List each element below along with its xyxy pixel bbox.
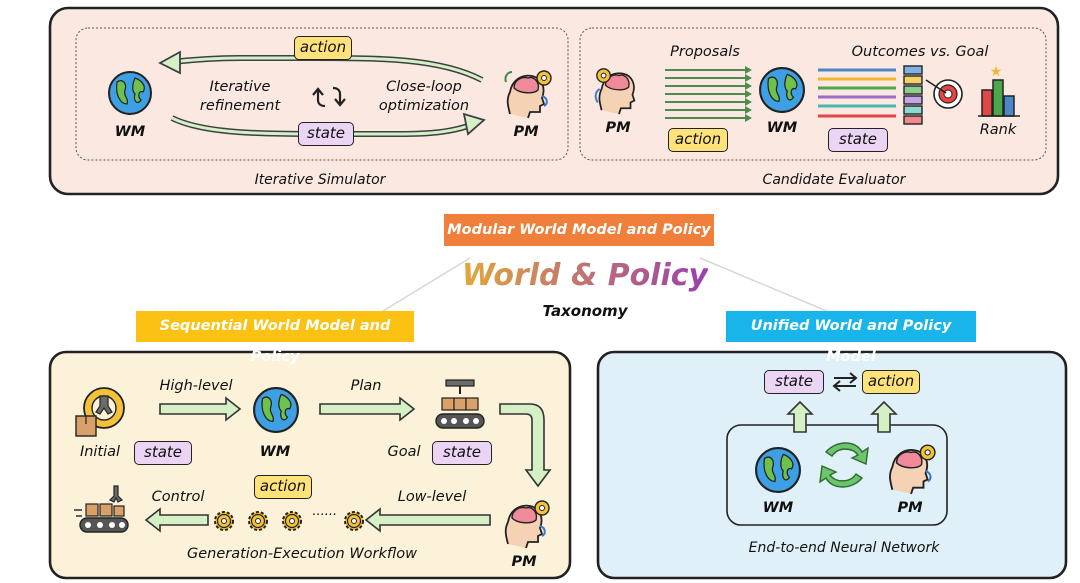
conveyor-belt-icon bbox=[432, 378, 488, 436]
initial-label: Initial bbox=[79, 444, 121, 460]
seq-pm-label: PM bbox=[511, 554, 537, 570]
gear-dots: ······ bbox=[311, 508, 337, 523]
swap-arrows-icon bbox=[832, 372, 858, 392]
high-level-label: High-level bbox=[159, 378, 233, 394]
seq-action-chip: action bbox=[254, 475, 312, 499]
cand-action-chip: action bbox=[668, 128, 728, 152]
brain-head-icon bbox=[500, 66, 554, 120]
iterative-simulator-caption: Iterative Simulator bbox=[254, 172, 386, 188]
globe-icon bbox=[758, 66, 806, 114]
plan-label: Plan bbox=[350, 378, 382, 394]
rank-label: Rank bbox=[979, 122, 1017, 138]
globe-icon bbox=[754, 446, 802, 494]
gear-icon bbox=[342, 509, 366, 533]
seq-initial-state-chip: state bbox=[134, 441, 192, 465]
low-level-arrow bbox=[364, 507, 491, 533]
globe-icon bbox=[252, 386, 300, 434]
close-loop-label: Close-loop optimization bbox=[378, 79, 470, 114]
iter-action-chip: action bbox=[294, 36, 352, 60]
unified-category-banner: Unified World and Policy Model bbox=[726, 311, 976, 365]
gear-icon bbox=[280, 509, 304, 533]
unified-wm-label: WM bbox=[762, 500, 794, 516]
cycle-arrows-icon bbox=[819, 442, 869, 488]
robot-arm-gear-icon bbox=[74, 384, 128, 440]
iter-wm-label: WM bbox=[114, 124, 146, 140]
action-up-arrow bbox=[870, 400, 898, 433]
brain-head-icon bbox=[882, 440, 938, 496]
outcome-arrows bbox=[818, 68, 896, 118]
goal-label: Goal bbox=[387, 444, 421, 460]
cand-wm-label: WM bbox=[766, 120, 798, 136]
center-title: World & Policy bbox=[461, 258, 709, 293]
bar-chart-icon bbox=[978, 79, 1020, 117]
candidate-evaluator-box bbox=[579, 27, 1047, 161]
candidate-evaluator-caption: Candidate Evaluator bbox=[762, 172, 906, 188]
iter-pm-label: PM bbox=[513, 124, 539, 140]
conveyor-robot-icon bbox=[74, 484, 130, 538]
seq-goal-state-chip: state bbox=[432, 441, 492, 465]
proposal-arrows bbox=[665, 69, 745, 119]
unified-panel bbox=[596, 350, 1068, 580]
seq-wm-label: WM bbox=[259, 444, 291, 460]
control-arrow bbox=[144, 507, 209, 533]
state-up-arrow bbox=[786, 400, 814, 433]
unified-state-chip: state bbox=[764, 370, 824, 394]
iterative-refinement-label: Iterative refinement bbox=[199, 79, 281, 114]
high-level-arrow bbox=[159, 396, 242, 422]
iterative-simulator-box bbox=[75, 27, 569, 161]
refresh-icon bbox=[312, 86, 346, 108]
sequential-panel bbox=[48, 350, 572, 580]
generation-execution-caption: Generation-Execution Workflow bbox=[187, 546, 417, 562]
cand-state-chip: state bbox=[828, 128, 888, 152]
gear-icon bbox=[212, 509, 236, 533]
cand-pm-label: PM bbox=[605, 120, 631, 136]
low-level-label: Low-level bbox=[397, 489, 467, 505]
star-icon: ★ bbox=[990, 63, 1003, 79]
end-to-end-caption: End-to-end Neural Network bbox=[748, 540, 940, 556]
neural-network-box bbox=[726, 424, 948, 526]
unified-pm-label: PM bbox=[897, 500, 923, 516]
iter-state-chip: state bbox=[298, 122, 354, 146]
globe-icon bbox=[107, 70, 153, 116]
sequential-category-banner: Sequential World Model and Policy bbox=[136, 311, 414, 365]
control-label: Control bbox=[151, 489, 205, 505]
modular-category-banner: Modular World Model and Policy bbox=[444, 214, 714, 246]
down-arrow bbox=[499, 403, 552, 488]
outcomes-label: Outcomes vs. Goal bbox=[851, 44, 989, 60]
target-icon bbox=[925, 79, 963, 109]
brain-head-icon bbox=[592, 64, 644, 116]
gear-icon bbox=[246, 509, 270, 533]
center-subtitle: Taxonomy bbox=[542, 302, 628, 320]
proposals-label: Proposals bbox=[670, 44, 740, 60]
unified-action-chip: action bbox=[862, 370, 920, 394]
plan-arrow bbox=[319, 396, 416, 422]
brain-head-icon bbox=[498, 496, 552, 550]
